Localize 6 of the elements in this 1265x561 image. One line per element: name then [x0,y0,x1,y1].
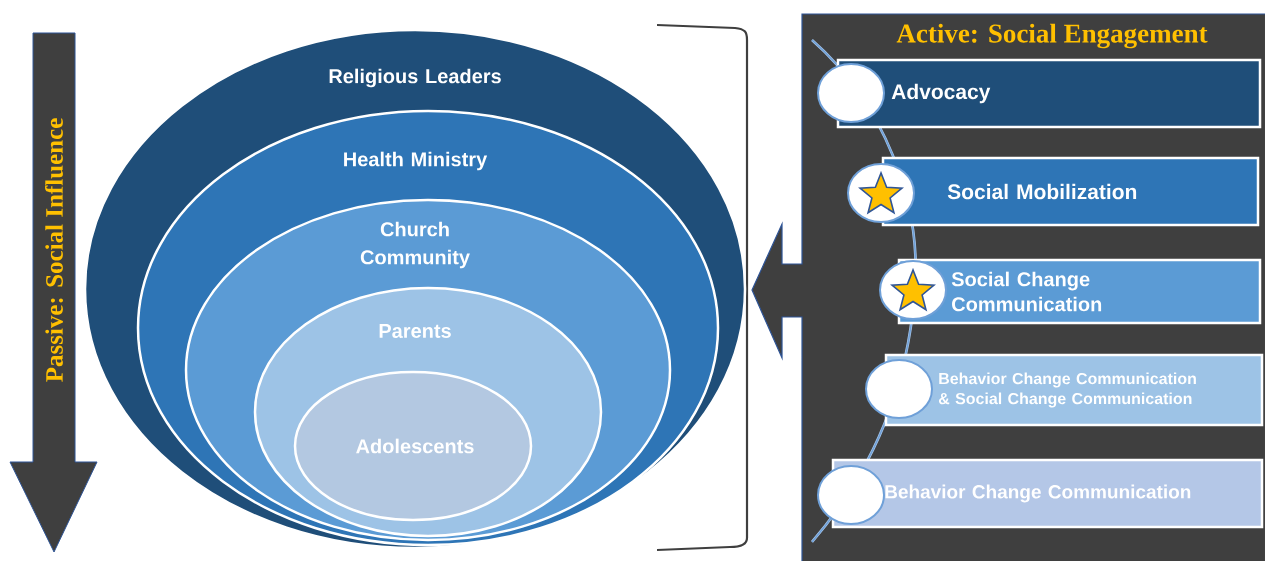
label-box: Advocacy [836,58,1262,129]
label-box: Social Mobilization [881,156,1260,227]
label-box: Behavior Change Communication & Social Change Communication [884,353,1264,427]
ellipse-band: Adolescents [293,370,533,522]
label-box: Social Change Communication [897,258,1262,325]
label-box: Behavior Change Communication [831,458,1264,529]
